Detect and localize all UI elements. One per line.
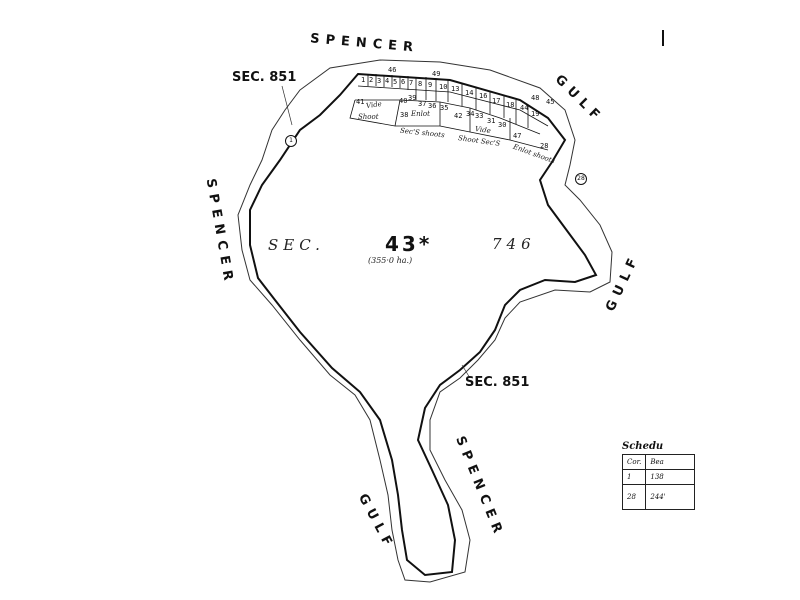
coastline xyxy=(237,59,613,583)
lot-47: 47 xyxy=(513,132,522,140)
table-row: Cor. Bea xyxy=(621,454,696,470)
schedule-fragment: Schedu Cor. Bea 1 138 28 244' xyxy=(614,440,800,520)
schedule-title: Schedu xyxy=(622,441,664,452)
allotment-grid xyxy=(349,74,549,151)
lot-3: 3 xyxy=(377,77,382,85)
lot-8: 8 xyxy=(418,80,423,88)
table-row: 28 244' xyxy=(621,484,696,510)
section-label-851-se: SEC. 851 xyxy=(465,375,530,390)
lot-39: 39 xyxy=(408,94,417,102)
lot-5: 5 xyxy=(393,78,398,86)
schedule-cell: 1 xyxy=(621,469,647,485)
allotment-number: 43* xyxy=(385,232,433,256)
lot-19: 19 xyxy=(531,110,540,118)
lot-42: 42 xyxy=(454,112,463,120)
schedule-header-bea: Bea xyxy=(645,454,696,470)
section-label-851-nw: SEC. 851 xyxy=(232,70,297,85)
schedule-table: Cor. Bea 1 138 28 244' xyxy=(621,454,696,510)
table-row: 1 138 xyxy=(621,469,696,485)
schedule-cell: 244' xyxy=(645,484,696,510)
lot-9: 9 xyxy=(428,81,433,89)
lot-45: 45 xyxy=(546,98,555,106)
schedule-cell: 28 xyxy=(621,484,647,510)
note-shoot-1: Shoot xyxy=(358,113,379,121)
lot-34: 34 xyxy=(466,110,475,118)
lot-46: 46 xyxy=(388,66,397,74)
lot-35: 35 xyxy=(440,104,449,112)
lot-38: 38 xyxy=(400,111,409,119)
schedule-cell: 138 xyxy=(645,469,696,485)
allotment-area: (355·0 ha.) xyxy=(368,256,413,265)
frame-tick xyxy=(662,30,664,46)
lot-37: 37 xyxy=(418,100,427,108)
lot-4: 4 xyxy=(385,77,390,85)
corner-marker-28: 28 xyxy=(575,173,587,185)
lot-17: 17 xyxy=(492,97,501,105)
lot-14: 14 xyxy=(465,89,474,97)
lot-36: 36 xyxy=(428,102,437,110)
corner-marker-1: 1 xyxy=(285,135,297,147)
lot-1: 1 xyxy=(361,76,366,84)
parcel-boundary xyxy=(249,72,598,577)
lot-40: 40 xyxy=(399,97,408,105)
lot-30: 30 xyxy=(498,121,507,129)
section-number: 746 xyxy=(492,235,536,253)
lot-49: 49 xyxy=(432,70,441,78)
note-enlot: Enlot xyxy=(411,110,430,118)
lot-41: 41 xyxy=(356,98,365,106)
section-word: SEC. xyxy=(268,236,325,254)
lot-13: 13 xyxy=(451,85,460,93)
lot-10: 10 xyxy=(439,83,448,91)
lot-44: 44 xyxy=(520,104,529,112)
lot-33: 33 xyxy=(475,112,484,120)
lot-28: 28 xyxy=(540,142,549,150)
lot-6: 6 xyxy=(401,78,406,86)
lot-16: 16 xyxy=(479,92,488,100)
schedule-header-cor: Cor. xyxy=(621,454,647,470)
lot-31: 31 xyxy=(487,117,496,125)
lot-18: 18 xyxy=(506,101,515,109)
lot-2: 2 xyxy=(369,76,374,84)
lot-7: 7 xyxy=(409,79,414,87)
lot-48: 48 xyxy=(531,94,540,102)
